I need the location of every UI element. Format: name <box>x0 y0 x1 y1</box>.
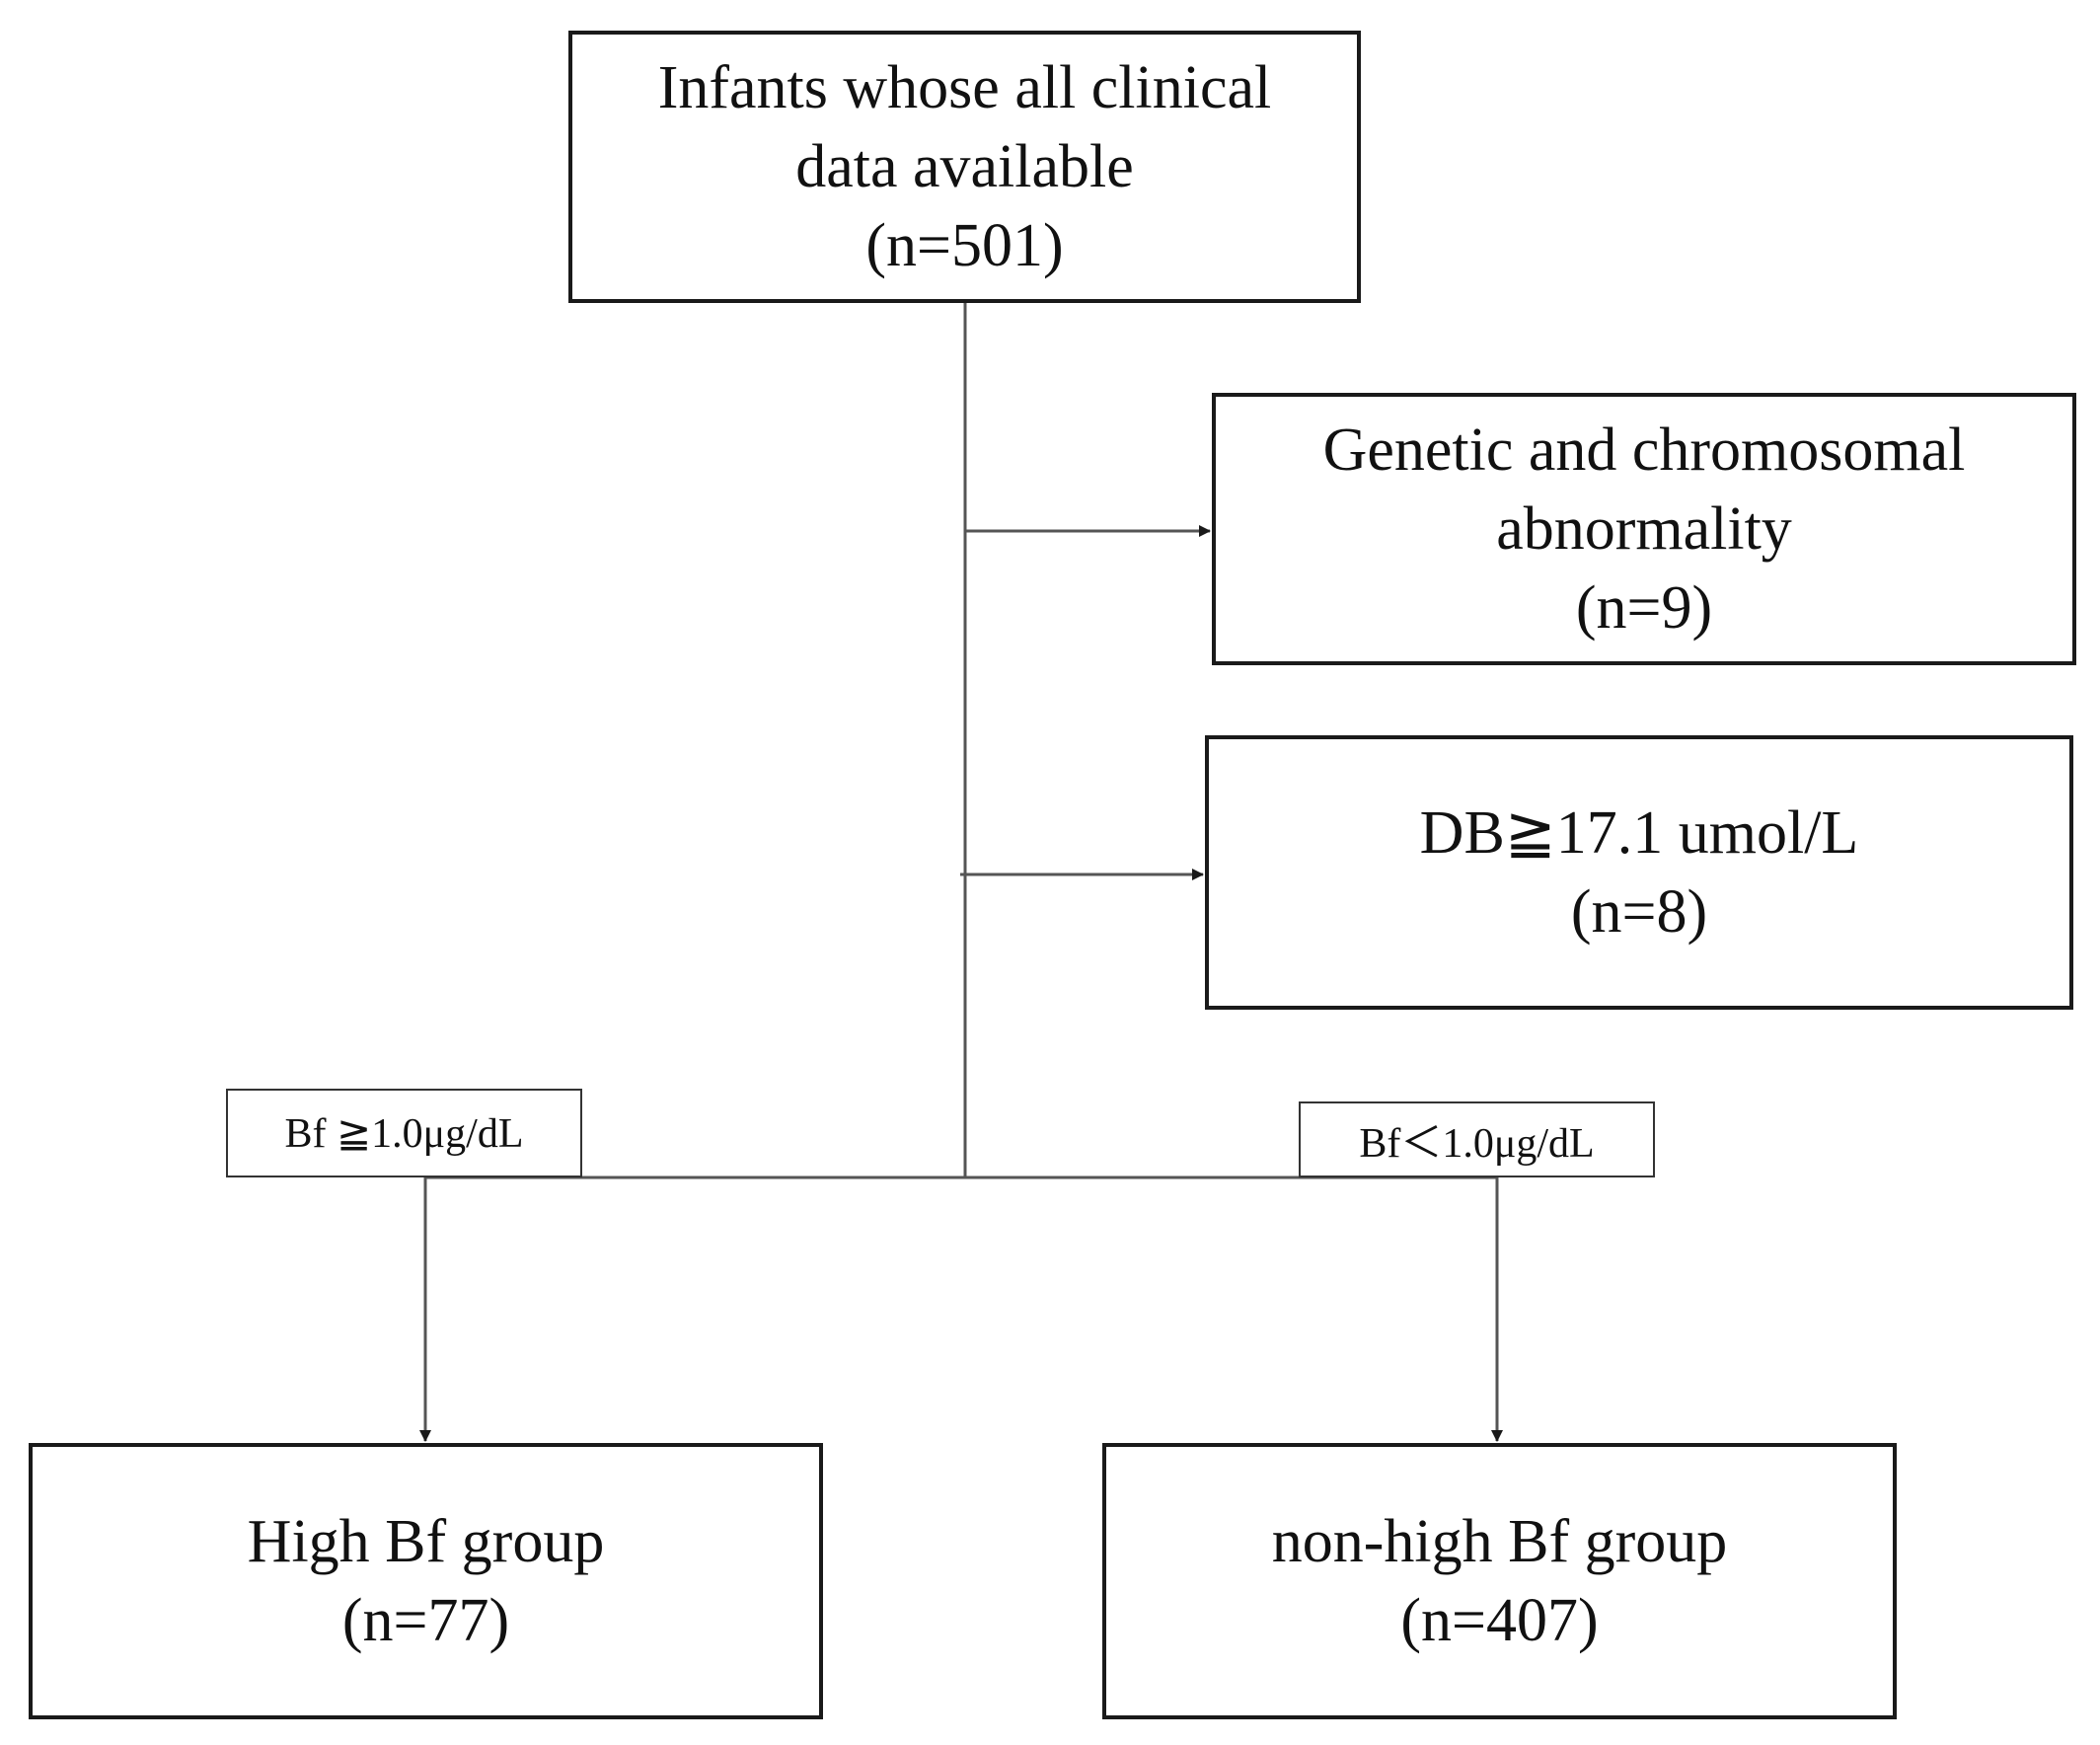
nonhigh-group-count: (n=407) <box>1400 1587 1599 1654</box>
nonhigh-bf-group-box: non-high Bf group (n=407) <box>1102 1443 1897 1719</box>
high-group-name: High Bf group <box>247 1508 605 1575</box>
exclusion-db-line-1: DB≧17.1 umol/L <box>1419 799 1859 867</box>
high-group-count: (n=77) <box>341 1587 510 1654</box>
high-bf-group-box: High Bf group (n=77) <box>29 1443 823 1719</box>
exclusion-box-genetic: Genetic and chromosomal abnormality (n=9… <box>1212 393 2076 665</box>
exclusion-genetic-line-1: Genetic and chromosomal <box>1322 417 1966 484</box>
start-line-1: Infants whose all clinical <box>657 54 1272 121</box>
start-population-box: Infants whose all clinical data availabl… <box>568 31 1361 303</box>
criterion-label-nonhigh: Bf＜1.0μg/dL <box>1299 1101 1655 1177</box>
criterion-high-text: Bf ≧1.0μg/dL <box>284 1111 524 1157</box>
exclusion-db-count: (n=8) <box>1570 878 1708 946</box>
nonhigh-group-name: non-high Bf group <box>1271 1508 1728 1575</box>
exclusion-genetic-line-2: abnormality <box>1496 495 1792 563</box>
start-line-2: data available <box>795 133 1134 200</box>
exclusion-box-db: DB≧17.1 umol/L (n=8) <box>1205 735 2073 1010</box>
exclusion-genetic-count: (n=9) <box>1575 574 1713 642</box>
criterion-label-high: Bf ≧1.0μg/dL <box>226 1089 582 1177</box>
start-count: (n=501) <box>865 212 1064 279</box>
criterion-nonhigh-text: Bf＜1.0μg/dL <box>1359 1121 1595 1167</box>
